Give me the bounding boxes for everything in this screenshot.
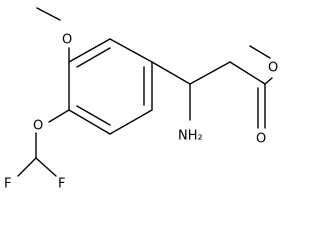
bond-methyl-o [36,7,61,21]
bond-c-f1 [17,157,37,177]
bond-ch-ch2 [189,61,231,85]
bond-ring-oether [48,109,70,123]
bond-ch2-carbonyl [229,61,266,85]
ring-bond-1 [68,38,111,63]
atom-amine: NH₂ [178,129,203,144]
ring-bond-4 [109,109,153,135]
atom-f-left: F [4,177,11,192]
bond-carbonyl-oester [264,77,273,85]
bond-ring-ch [151,61,191,85]
atom-f-right: F [58,177,65,192]
atom-o-methoxy-aryl: O [62,33,72,48]
ring-bond-5 [68,109,111,135]
bond-oester-methyl [249,45,271,59]
atom-o-ether: O [33,119,43,134]
ring-double-3 [76,105,111,126]
ring-double-1 [76,47,111,68]
atom-o-carbonyl: O [256,132,266,147]
structure-diagram: O O F F NH₂ O O [4,7,278,192]
atom-o-ester: O [268,61,278,76]
ring-bond-2 [109,38,153,63]
bond-c-f2 [35,157,57,177]
molecule-drawing: O O F F NH₂ O O [4,7,278,192]
